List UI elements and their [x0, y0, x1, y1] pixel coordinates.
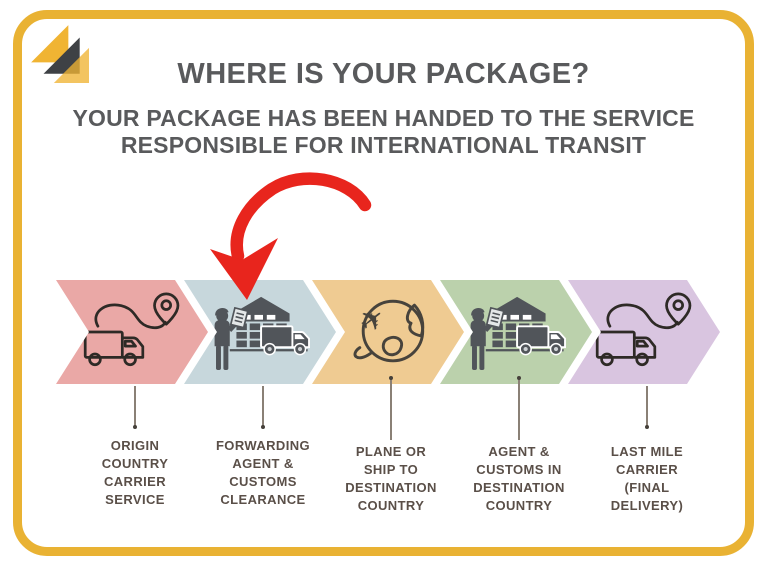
connector-dot	[133, 425, 137, 429]
page-subtitle: YOUR PACKAGE HAS BEEN HANDED TO THE SERV…	[72, 105, 695, 158]
connector-dot	[389, 376, 393, 380]
red-curved-arrow-icon	[210, 172, 372, 300]
truck-route-pin-icon	[594, 291, 700, 373]
page-title: WHERE IS YOUR PACKAGE?	[177, 58, 590, 90]
connector-dot	[261, 425, 265, 429]
connector-dot	[645, 425, 649, 429]
stage-label-origin-carrier: ORIGIN COUNTRY CARRIER SERVICE	[101, 438, 169, 507]
truck-route-pin-icon	[82, 291, 188, 373]
connector-line	[645, 386, 649, 429]
stage-label-agent-customs-destination: AGENT & CUSTOMS IN DESTINATION COUNTRY	[473, 444, 565, 513]
three-triangles-logo-icon	[31, 25, 89, 83]
stage-label-last-mile: LAST MILE CARRIER (FINAL DELIVERY)	[610, 444, 684, 513]
page-border-frame	[13, 10, 754, 556]
connector-line	[389, 376, 393, 440]
connector-line	[517, 376, 521, 440]
connector-line	[133, 386, 137, 429]
agent-customs-warehouse-icon	[463, 290, 575, 374]
connector-line	[261, 386, 265, 429]
stage-label-plane-or-ship: PLANE OR SHIP TO DESTINATION COUNTRY	[345, 444, 437, 513]
stage-label-forwarding-agent: FORWARDING AGENT & CUSTOMS CLEARANCE	[215, 438, 311, 507]
connector-dot	[517, 376, 521, 380]
